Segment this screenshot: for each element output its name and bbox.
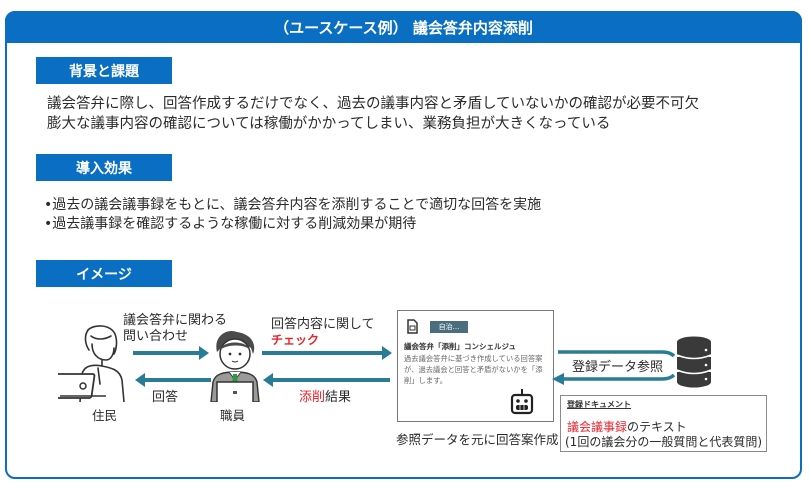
background-text-1: 議会答弁に際し、回答作成するだけでなく、過去の議事内容と矛盾していないかの確認が… <box>47 96 700 112</box>
correction-rest: 結果 <box>325 390 352 405</box>
correction-highlight: 添削 <box>299 390 326 405</box>
robot-icon <box>510 389 534 415</box>
background-text-2: 膨大な議事内容の確認については稼働がかかってしまい、業務負担が大きくなっている <box>47 116 611 132</box>
registered-document-title: 登録ドキュメント <box>567 400 631 409</box>
effect-text-1: •過去の議会議事録をもとに、議会答弁内容を添削することで適切な回答を実施 <box>44 197 542 213</box>
registered-document-line-1: 議会議事録のテキスト <box>567 418 687 435</box>
registered-document-box: 登録ドキュメント 議会議事録のテキスト (1回の議会分の一般質問と代表質問) <box>560 395 767 452</box>
minutes-highlight: 議会議事録 <box>567 420 628 434</box>
data-reference-label: 登録データ参照 <box>572 360 664 375</box>
concierge-chip: 自治... <box>430 321 468 333</box>
draft-caption: 参照データを元に回答案作成 <box>396 432 559 447</box>
concierge-title: 議会答弁「添削」コンシェルジュ <box>404 342 516 351</box>
section-label-background: 背景と課題 <box>36 57 172 84</box>
staff-laptop-icon <box>210 330 260 402</box>
reply-label: 回答 <box>152 390 179 405</box>
inquiry-label-2: 問い合わせ <box>123 329 189 344</box>
check-label-highlight: チェック <box>271 333 320 347</box>
document-icon <box>407 319 418 334</box>
inquiry-label-1: 議会答弁に関わる <box>123 313 228 328</box>
correction-label: 添削結果 <box>299 389 351 406</box>
registered-document-line-2: (1回の議会分の一般質問と代表質問) <box>565 435 762 449</box>
data-reference-arrows <box>552 350 676 385</box>
check-arrow <box>262 346 392 360</box>
panel-title: （ユースケース例） 議会答弁内容添削 <box>5 11 802 43</box>
correction-arrow <box>263 373 390 387</box>
section-label-effect: 導入効果 <box>36 154 172 181</box>
effect-text-2: •過去議事録を確認するような稼働に対する削減効果が期待 <box>44 216 417 232</box>
minutes-suffix: のテキスト <box>627 420 687 434</box>
staff-label: 職員 <box>220 408 246 423</box>
database-icon <box>676 336 712 388</box>
person-laptop-icon <box>58 325 125 402</box>
reply-arrow <box>135 373 211 387</box>
inquiry-arrow <box>133 346 209 360</box>
resident-label: 住民 <box>92 408 118 423</box>
concierge-description: 過去議会答弁に基づき作成している回答案が、過去議会と回答と矛盾がないかを「添削」… <box>404 354 543 385</box>
concierge-card[interactable]: 自治... 議会答弁「添削」コンシェルジュ 過去議会答弁に基づき作成している回答… <box>397 310 554 422</box>
check-label-1: 回答内容に関して <box>271 317 375 332</box>
section-label-image: イメージ <box>36 260 172 287</box>
